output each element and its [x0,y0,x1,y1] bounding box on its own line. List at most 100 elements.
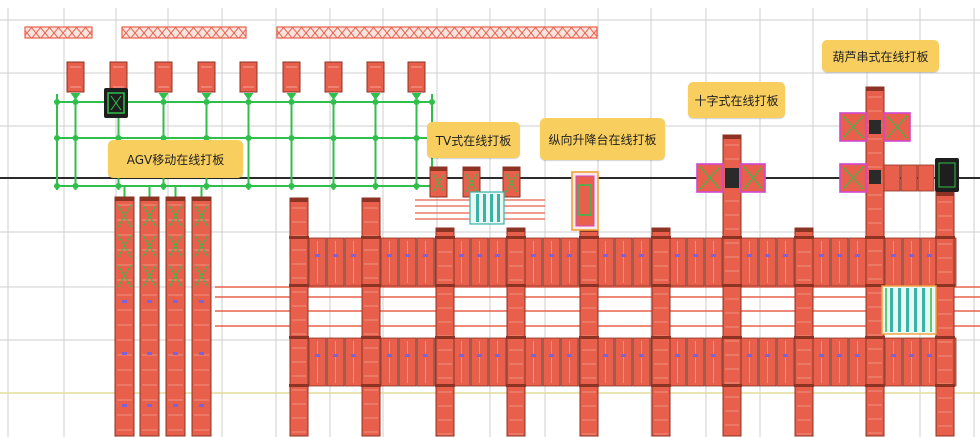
rack-tag [351,354,356,357]
agv-docking-marker [243,93,254,100]
rack-column-joint [289,336,309,339]
rack-tag [387,254,392,257]
agv-pallet-marker [142,234,157,258]
workstation-block [66,61,85,93]
crossover-rail [906,288,909,332]
rack-column-joint [506,384,526,387]
rack-column-joint [361,336,381,339]
tv-pallet-cap [463,167,480,171]
agv-track-node [72,183,79,189]
rack-column-joint [722,384,742,387]
rack-column-cap [723,135,741,139]
tv-pallet-cap [503,167,520,171]
agv-docking-marker [328,93,339,100]
rack-column-joint [361,384,381,387]
tv-transfer-rail [490,194,493,222]
agv-track-node [160,135,167,141]
rack-tag [603,354,608,357]
rack-column-joint [506,336,526,339]
rack-tag [333,254,338,257]
gourd-shuttle [935,158,959,192]
workstation-block [154,61,173,93]
crossover-rail [890,288,893,332]
rack-tag [567,254,572,257]
rack-column-joint [506,236,526,239]
agv-track-node [72,135,79,141]
rack-column-cap [936,192,954,196]
rack-tag [405,354,410,357]
tv-transfer-station [415,166,545,225]
rack-column-joint [361,284,381,287]
rack-tag [351,254,356,257]
rack-tag [747,254,752,257]
agv-track-node [72,99,79,105]
rack-column [289,197,309,437]
agv-rack-cap [192,197,211,201]
agv-track-node [413,183,420,189]
agv-track-node [160,183,167,189]
agv-track-node [330,183,337,189]
rack-column-joint [794,284,814,287]
rack-tag [765,354,770,357]
agv-pallet-marker [168,264,183,288]
tv-pallet-marker [465,173,478,193]
rack-tag [621,354,626,357]
agv-track-node [203,99,210,105]
agv-docking-marker [201,93,212,100]
rack-tag [765,254,770,257]
rack-tag [147,404,152,407]
rack-column-joint [935,236,955,239]
rack-tag [675,354,680,357]
rack-column-joint [794,236,814,239]
agv-docking-marker [70,93,81,100]
rack-tag [927,254,932,257]
agv-vehicle [104,88,128,118]
agv-track-node [245,135,252,141]
rack-tag [495,354,500,357]
rack-column-joint [579,284,599,287]
rack-tag [855,254,860,257]
rack-tag [891,254,896,257]
rack-tag [711,254,716,257]
workstation-block [324,61,343,93]
rack-column-cap [362,198,380,202]
rack-column-joint [935,284,955,287]
cross-transfer-marker [743,166,763,190]
agv-pallet-marker [194,234,209,258]
rack-tag [459,354,464,357]
agv-track-node [245,183,252,189]
gourd-shuttle-pallet [938,162,956,188]
gourd-transfer-marker [842,166,864,190]
rack-column-joint [435,384,455,387]
rack-tag [147,352,152,355]
agv-track-node [203,183,210,189]
tv-transfer-rail [476,194,479,222]
rack-tag [122,352,127,355]
rack-column-joint [935,384,955,387]
cross-transfer-marker [699,166,721,190]
rack-column-joint [289,284,309,287]
rack-tag [693,354,698,357]
rack-tag [531,254,536,257]
rack-column-joint [865,284,885,287]
tv-pallet-block [429,166,448,198]
agv-pallet-cross [110,95,122,111]
rack-column [651,227,671,437]
rack-column-joint [651,284,671,287]
rack-tag [639,354,644,357]
agv-track-node [160,99,167,105]
gourd-buffer-unit [917,164,935,192]
agv-rack-cap [115,197,134,201]
crossover-rail [914,288,917,332]
rack-tag [549,254,554,257]
vertical-lift-pallet [578,184,592,216]
cross-transfer-station [696,163,766,193]
gourd-buffer-unit [883,164,901,192]
rack-tag [477,254,482,257]
rack-tag [173,404,178,407]
rack-column [579,227,599,437]
rack-tag [122,404,127,407]
agv-docking-marker [411,93,422,100]
rack-column-joint [289,236,309,239]
